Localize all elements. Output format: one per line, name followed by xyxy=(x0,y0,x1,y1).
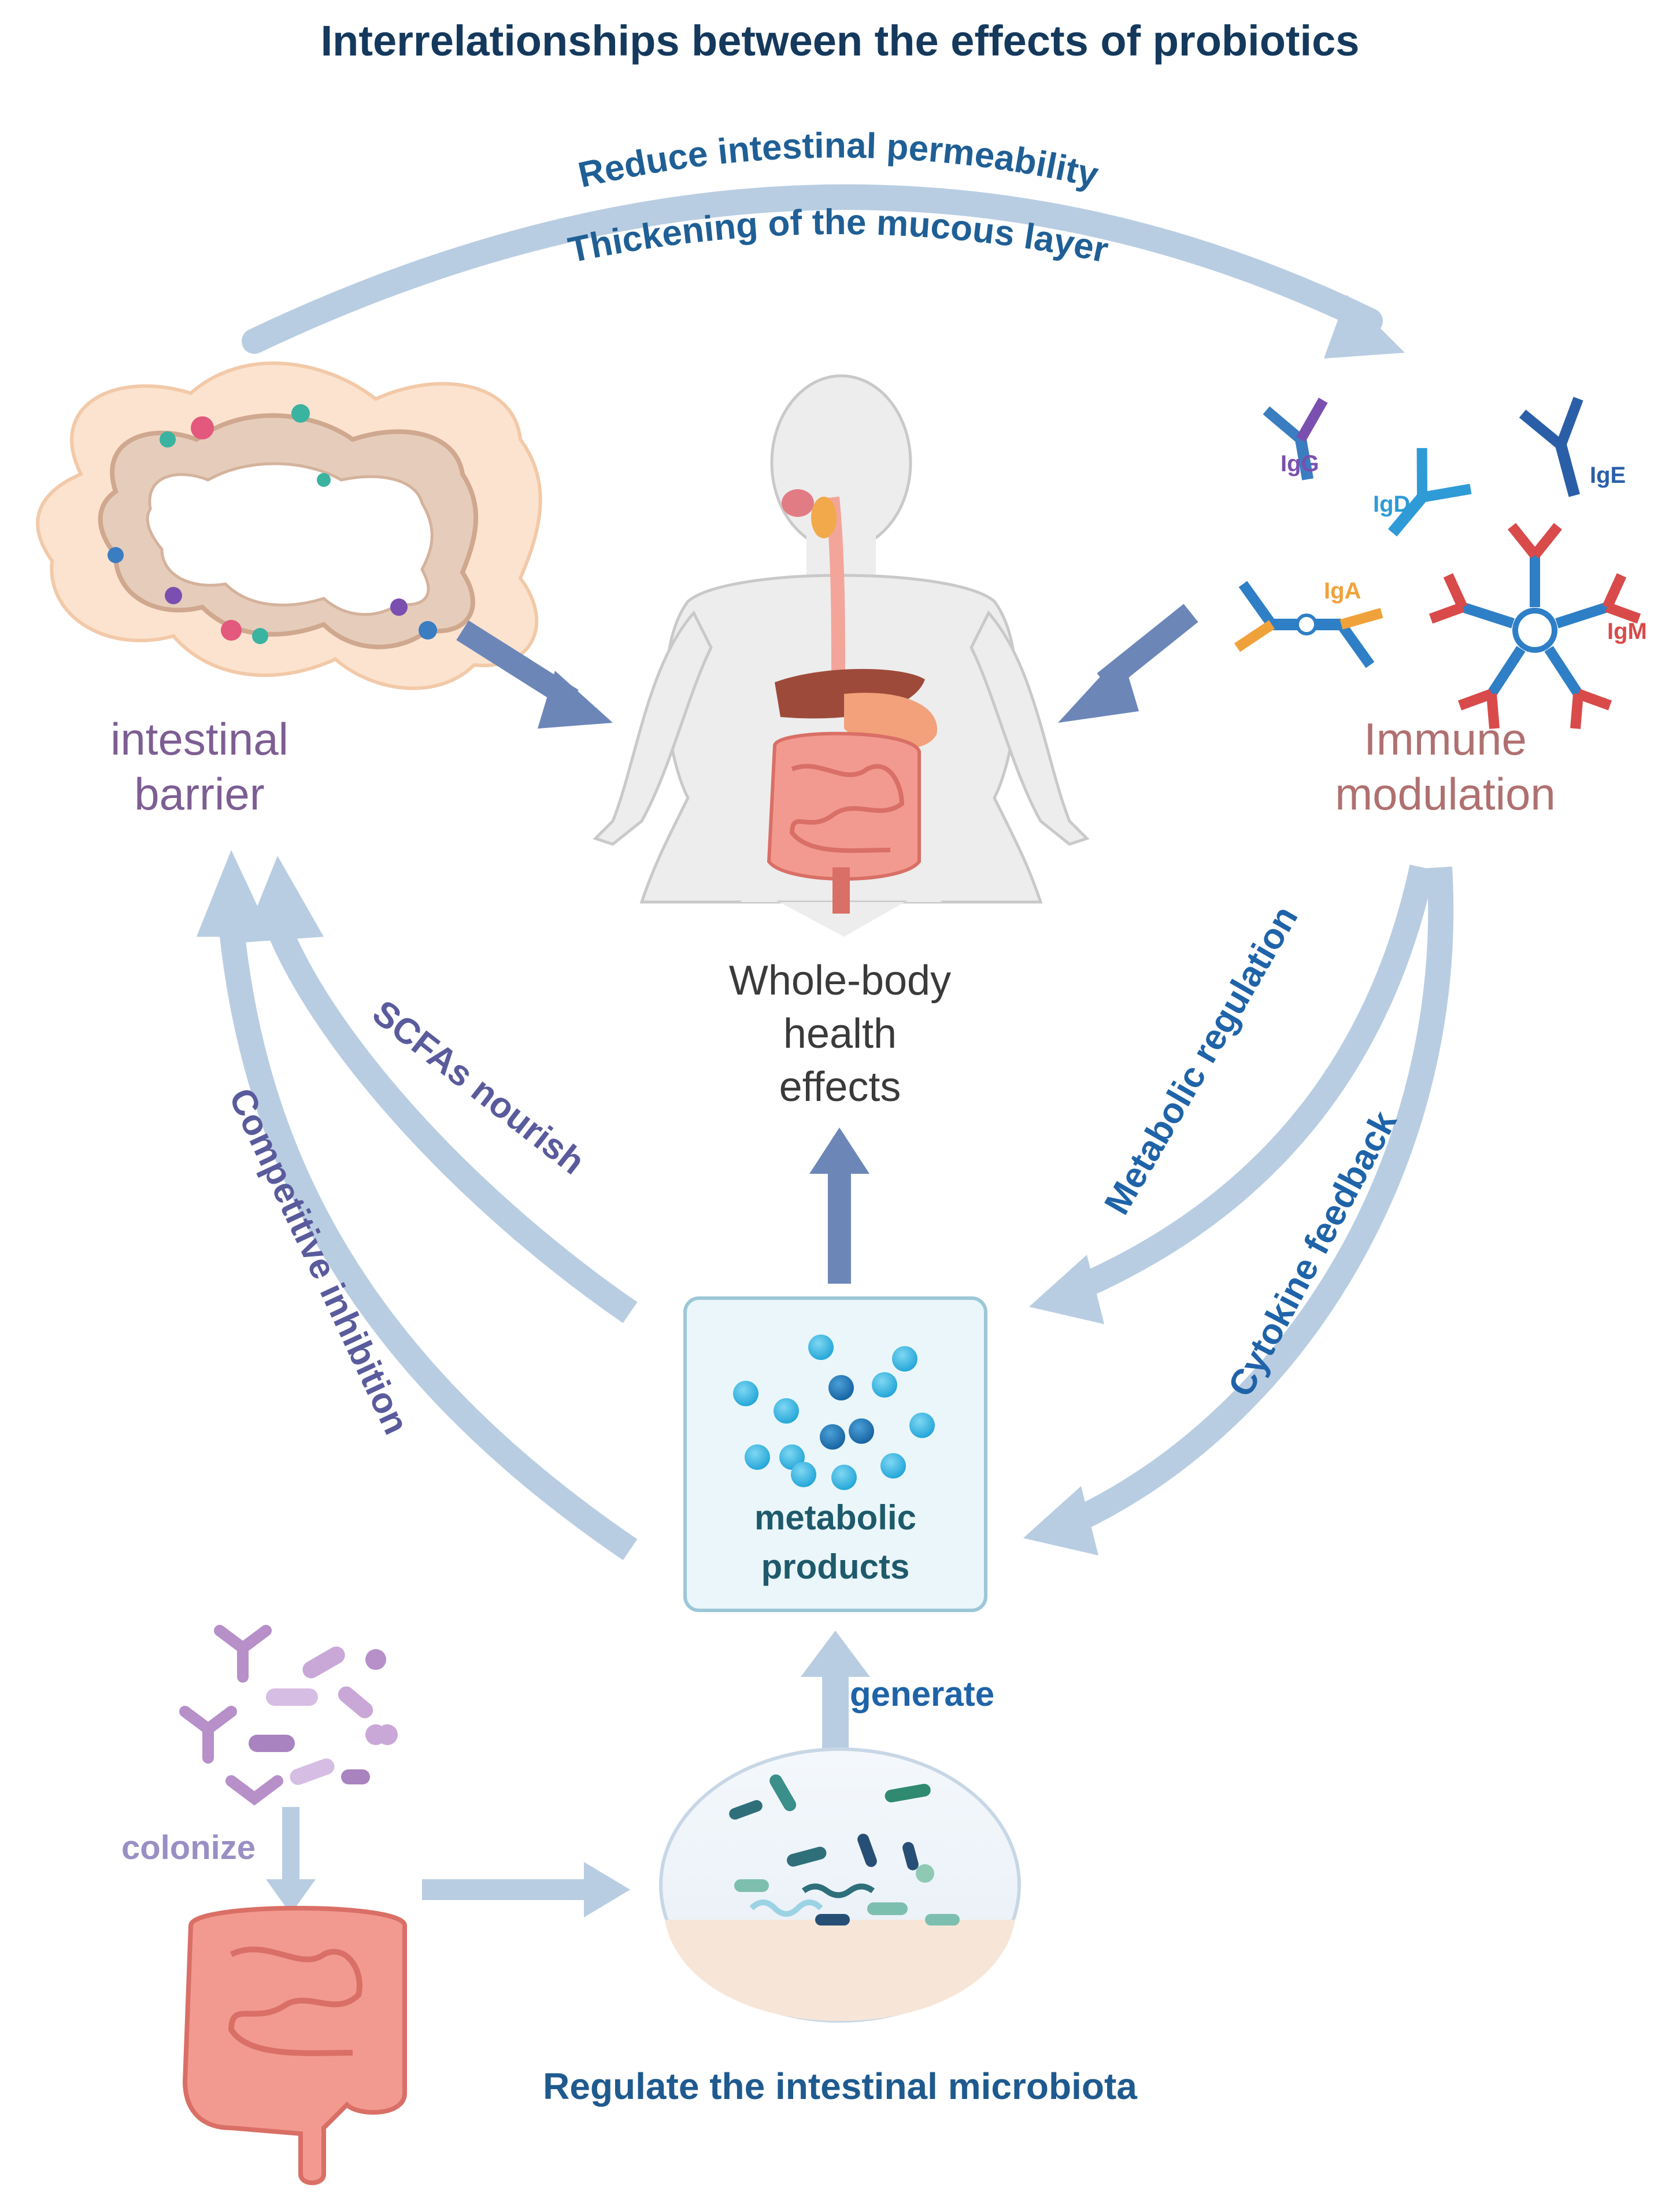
antibodies-illustration xyxy=(1234,397,1641,729)
arrow-colon-to-microbiota xyxy=(422,1879,590,1900)
competitive-label: Competitive inhibition xyxy=(221,1082,416,1440)
arrow-colonize xyxy=(282,1807,299,1888)
arrow-head-generate xyxy=(801,1631,870,1677)
dish-floor xyxy=(665,1920,1015,2021)
barrier-label-line1: intestinal xyxy=(110,714,288,764)
intestinal-barrier-illustration xyxy=(36,361,542,690)
arrow-head-cytokine xyxy=(1023,1486,1098,1555)
center-label-line1: Whole-body xyxy=(729,958,951,1004)
arrow-competitive xyxy=(219,923,638,1561)
immune-label-line2: modulation xyxy=(1335,768,1556,819)
metabolic-label-line2: products xyxy=(761,1547,910,1586)
arrow-head-barrier-body xyxy=(538,671,613,729)
microbes-illustration xyxy=(729,1774,960,1926)
metabolic-label-line1: metabolic xyxy=(754,1498,916,1537)
igm-label: IgM xyxy=(1607,619,1647,644)
center-label-line2: health xyxy=(783,1011,897,1057)
iga-label: IgA xyxy=(1324,578,1361,604)
generate-label: generate xyxy=(850,1675,994,1713)
diagram-title: Interrelationships between the effects o… xyxy=(321,17,1360,65)
arrow-scfas xyxy=(265,920,638,1324)
arrow-barrier-to-immune xyxy=(242,184,1383,354)
arrow-head-colonize xyxy=(266,1879,316,1914)
arrow-generate xyxy=(822,1671,849,1758)
colon-illustration xyxy=(182,1906,407,2185)
arrow-head-metabolic-regulation xyxy=(1029,1255,1104,1324)
arrow-head-competitive xyxy=(197,850,272,937)
arrow-cytokine xyxy=(1070,866,1454,1532)
probiotics-illustration xyxy=(179,1625,398,1806)
cytokine-label: Cytokine feedback xyxy=(1220,1104,1404,1403)
human-body-illustration xyxy=(593,374,1090,937)
igg-label: IgG xyxy=(1281,451,1319,476)
immune-label-line1: Immune xyxy=(1364,714,1527,764)
center-label-line3: effects xyxy=(779,1064,901,1110)
arrow-head-top xyxy=(1324,295,1405,359)
metabolic-products-box xyxy=(683,1296,987,1612)
arrow-head-colon-microbiota xyxy=(584,1862,630,1917)
metabolite-dots xyxy=(733,1335,935,1490)
arrow-head-immune-body xyxy=(1058,653,1139,723)
arrow-metabolic-to-body xyxy=(828,1168,851,1284)
barrier-label-line2: barrier xyxy=(134,768,264,819)
arrow-head-metabolic-body xyxy=(809,1128,869,1174)
igd-label: IgD xyxy=(1373,491,1410,517)
microbiota-caption: Regulate the intestinal microbiota xyxy=(543,2065,1137,2107)
colonize-label: colonize xyxy=(121,1829,256,1867)
scfas-label: SCFAs nourish xyxy=(365,993,592,1182)
arrow-metabolic-regulation xyxy=(1070,864,1435,1302)
ige-label: IgE xyxy=(1590,463,1626,488)
metabolic-regulation-label: Metabolic regulation xyxy=(1097,899,1305,1221)
